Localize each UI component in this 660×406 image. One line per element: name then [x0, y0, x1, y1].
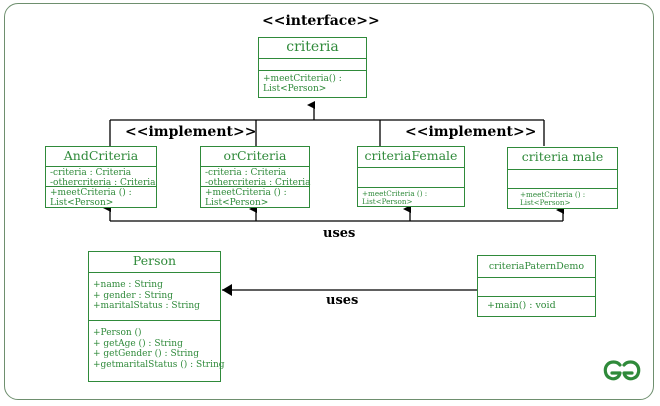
- class-name: AndCriteria: [63, 148, 139, 163]
- method-line: List<Person>: [50, 198, 114, 208]
- class-methods: +meetCriteria () : List<Person>: [358, 187, 464, 206]
- class-attributes: [358, 167, 464, 187]
- class-criteriafemale: criteriaFemale +meetCriteria () : List<P…: [357, 146, 465, 207]
- class-name: criteria: [286, 39, 339, 55]
- method-line: +Person (): [93, 328, 142, 338]
- class-attributes: [508, 169, 617, 188]
- uses-label-bottom: uses: [326, 293, 359, 308]
- class-person: Person +name : String + gender : String …: [88, 251, 225, 382]
- attribute-line: +maritalStatus : String: [93, 301, 200, 311]
- method-line: List<Person>: [362, 197, 413, 206]
- class-criteria: criteria +meetCriteria() : List<Person>: [258, 37, 367, 98]
- method-line: +meetCriteria () :: [205, 188, 287, 198]
- method-line: +main() : void: [487, 300, 556, 311]
- implement-stereotype-label-left: <<implement>>: [125, 124, 257, 140]
- attribute-line: -criteria : Criteria: [50, 168, 132, 178]
- class-methods: +meetCriteria () : List<Person>: [508, 188, 617, 207]
- class-attributes: [478, 277, 595, 296]
- attribute-line: + gender : String: [93, 290, 173, 301]
- class-attributes: +name : String + gender : String +marita…: [89, 272, 220, 320]
- class-attributes: -criteria : Criteria -othercriteria : Cr…: [201, 166, 311, 188]
- method-line: +meetCriteria () :: [520, 190, 586, 199]
- class-methods: +Person () + getAge () : String + getGen…: [89, 320, 225, 370]
- class-name: criteriaFemale: [364, 148, 458, 163]
- class-attributes: [259, 58, 366, 70]
- attribute-line: -othercriteria : Criteria: [205, 178, 311, 188]
- attribute-line: -criteria : Criteria: [205, 168, 287, 178]
- geeksforgeeks-logo-icon: [603, 360, 641, 381]
- class-andcriteria: AndCriteria -criteria : Criteria -otherc…: [45, 146, 157, 208]
- class-name: criteriaPaternDemo: [488, 261, 585, 272]
- method-line: + getAge () : String: [93, 338, 183, 349]
- class-methods: +meetCriteria () : List<Person>: [46, 186, 156, 208]
- class-methods: +main() : void: [478, 296, 595, 315]
- class-methods: +meetCriteria() : List<Person>: [259, 70, 366, 94]
- implement-stereotype-label-right: <<implement>>: [405, 124, 537, 140]
- class-attributes: -criteria : Criteria -othercriteria : Cr…: [46, 166, 156, 188]
- interface-stereotype-label: <<interface>>: [262, 13, 380, 29]
- attribute-line: -othercriteria : Criteria: [50, 178, 156, 188]
- class-criteriamale: criteria male +meetCriteria () : List<Pe…: [507, 147, 618, 209]
- class-name: criteria male: [521, 149, 604, 164]
- method-line: List<Person>: [520, 198, 571, 207]
- attribute-line: +name : String: [93, 280, 163, 290]
- method-line: +meetCriteria () :: [362, 189, 428, 198]
- class-name: Person: [132, 253, 177, 268]
- method-line: +getmaritalStatus () : String: [93, 359, 225, 370]
- method-line: +meetCriteria () :: [50, 188, 132, 198]
- class-orcriteria: orCriteria -criteria : Criteria -othercr…: [200, 146, 311, 208]
- uses-label-top: uses: [323, 226, 356, 241]
- class-name: orCriteria: [223, 148, 287, 163]
- method-line: List<Person>: [205, 198, 269, 208]
- method-line: +meetCriteria() :: [263, 74, 342, 84]
- method-line: + getGender () : String: [93, 349, 199, 359]
- uses-demo-person-arrowhead: [222, 284, 232, 296]
- class-criteriapaterndemo: criteriaPaternDemo +main() : void: [477, 255, 596, 317]
- class-methods: +meetCriteria () : List<Person>: [201, 186, 309, 208]
- method-line: List<Person>: [263, 84, 327, 94]
